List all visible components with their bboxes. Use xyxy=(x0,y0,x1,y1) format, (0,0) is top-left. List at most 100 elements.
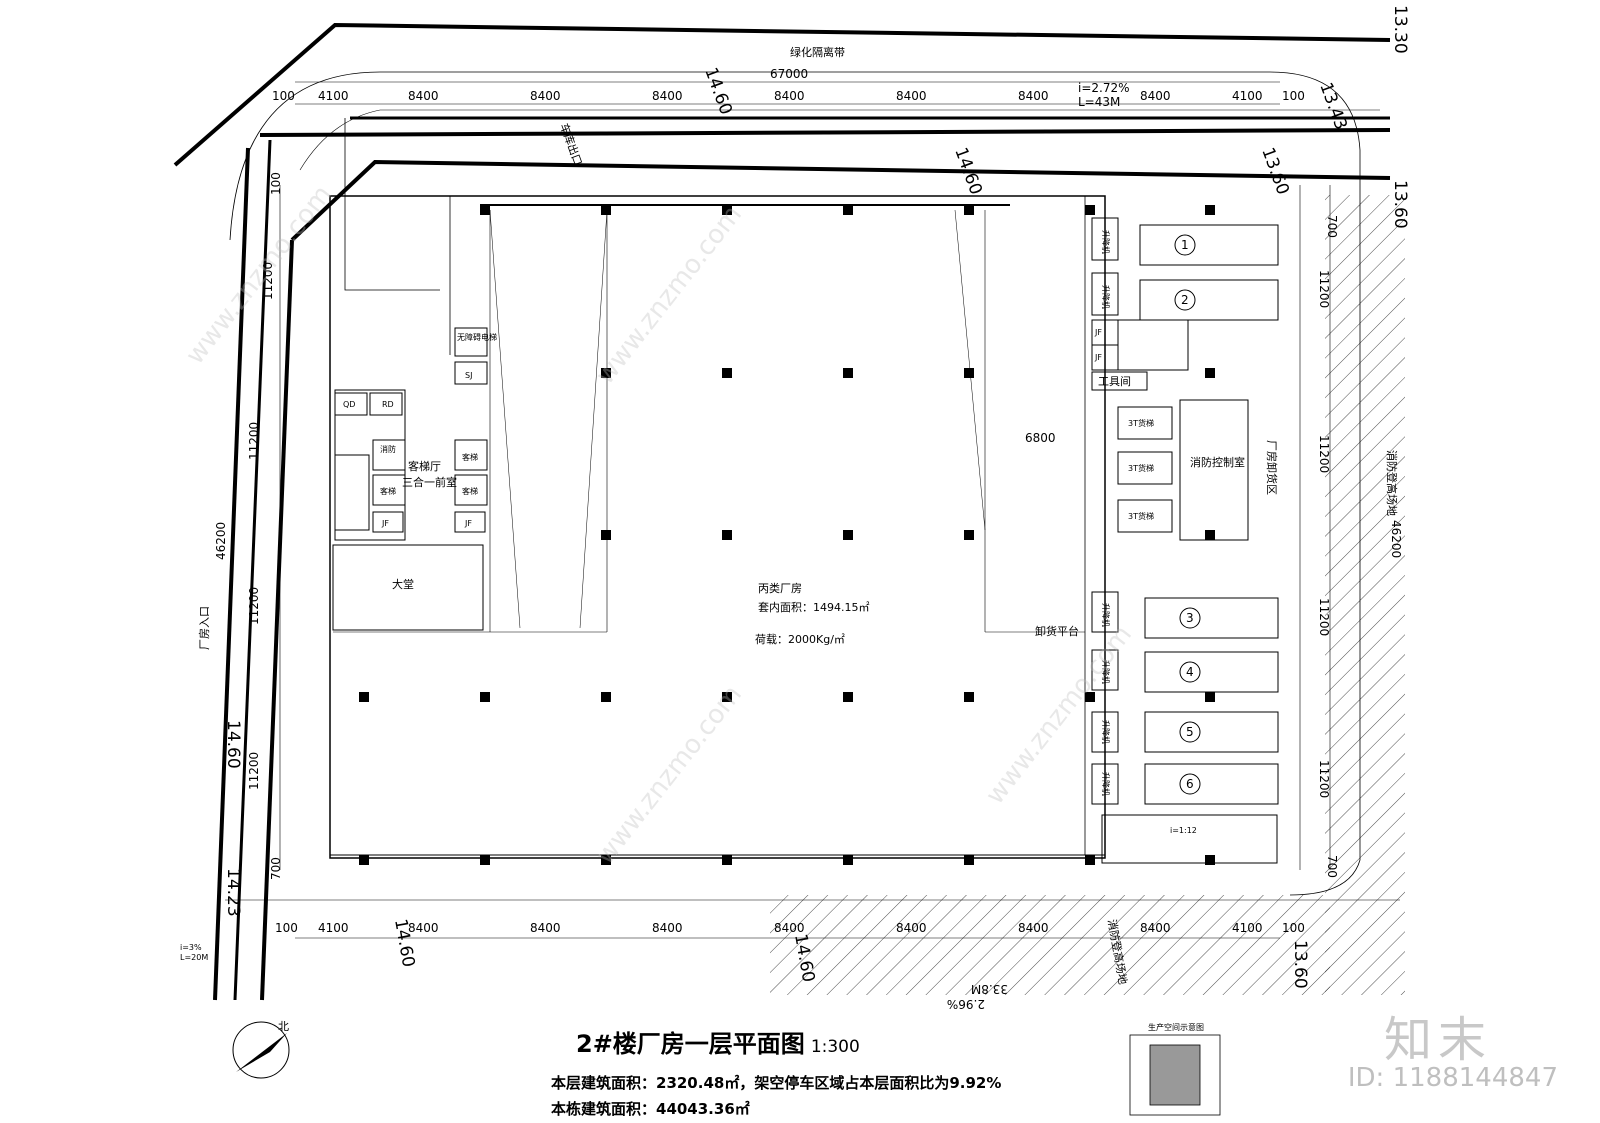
qd-label: QD xyxy=(343,400,355,409)
bottom-dim: 8400 xyxy=(774,921,805,935)
slope-bottom: 2.96% xyxy=(947,997,985,1011)
elevation-marker: 13.30 xyxy=(1390,5,1410,54)
elevation-marker: 13.60 xyxy=(1257,145,1292,198)
freight-lift-label: 3T货梯 xyxy=(1128,511,1154,521)
right-dim: 11200 xyxy=(1317,270,1331,308)
slope-top-length: L=43M xyxy=(1078,95,1120,109)
fire-control-label: 消防控制室 xyxy=(1190,455,1245,469)
left-dim: 11200 xyxy=(247,752,261,790)
north-label: 北 xyxy=(278,1020,289,1033)
bottom-dim: 8400 xyxy=(896,921,927,935)
site-boundary-line xyxy=(173,22,1391,167)
loading-platform-label: 卸货平台 xyxy=(1035,624,1079,638)
elevator-hall-label: 客梯厅 xyxy=(408,459,441,473)
mech-lift-label: 升降机 xyxy=(1101,720,1111,744)
elevation-marker: 13.60 xyxy=(1390,180,1410,229)
left-dim: 700 xyxy=(269,857,283,880)
hall-label: 大堂 xyxy=(392,577,414,591)
aisle-span-dim: 6800 xyxy=(1025,431,1056,445)
barrier-free-label: 无障碍电梯 xyxy=(457,332,497,342)
top-dim: 8400 xyxy=(530,89,561,103)
total-depth-dim: 46200 xyxy=(214,522,228,560)
site-boundary-line xyxy=(213,147,250,1001)
top-dim: 100 xyxy=(1282,89,1305,103)
left-dim: 11200 xyxy=(261,262,275,300)
slope-bottom-length: 33.8M xyxy=(971,982,1008,996)
top-dim: 4100 xyxy=(1232,89,1263,103)
left-dim: 11200 xyxy=(247,422,261,460)
sj-label: SJ xyxy=(465,371,472,380)
building-outline xyxy=(329,195,1106,859)
fire-site-label: 消防登高场地 xyxy=(1385,450,1399,516)
drawing-scale: 1:300 xyxy=(810,1037,860,1057)
top-dim: 8400 xyxy=(652,89,683,103)
parking-bays xyxy=(1139,224,1279,805)
right-dim: 11200 xyxy=(1317,760,1331,798)
mech-lift-label: 升降机 xyxy=(1101,230,1111,254)
bottom-dim: 100 xyxy=(275,921,298,935)
mech-lift-label: 升降机 xyxy=(1101,772,1111,796)
top-dim: 8400 xyxy=(896,89,927,103)
north-arrow xyxy=(232,1021,290,1079)
bottom-dim: 8400 xyxy=(1018,921,1049,935)
floor-area-note: 本层建筑面积：2320.48㎡，架空停车区域占本层面积比为9.92% xyxy=(551,1074,1002,1092)
top-dim: 8400 xyxy=(1018,89,1049,103)
small-slope-length: L=20M xyxy=(180,953,208,962)
site-boundary-line xyxy=(260,239,294,1001)
mech-lift-label: 升降机 xyxy=(1101,603,1111,627)
mech-lift-label: 升降机 xyxy=(1101,660,1111,684)
small-slope: i=3% xyxy=(180,943,202,952)
garage-exit-label: 车库出口 xyxy=(557,121,585,167)
elevation-marker: 14.23 xyxy=(223,868,243,917)
mech-lift-label: 升降机 xyxy=(1101,285,1111,309)
bottom-dim: 8400 xyxy=(1140,921,1171,935)
road-outline xyxy=(229,71,1361,896)
bottom-dim: 8400 xyxy=(408,921,439,935)
building-area-note: 本栋建筑面积：44043.36㎡ xyxy=(551,1100,750,1118)
drawing-title-text: 2#楼厂房一层平面图 xyxy=(576,1030,805,1058)
jf-label: JF xyxy=(1094,328,1102,337)
parking-number: 6 xyxy=(1186,777,1194,791)
elevation-marker: 13.43 xyxy=(1315,80,1350,133)
load-label: 荷载：2000Kg/㎡ xyxy=(755,633,845,646)
structural-columns xyxy=(359,205,1215,865)
elevation-marker: 14.60 xyxy=(700,65,735,118)
key-plan xyxy=(1129,1034,1221,1116)
bottom-dim: 8400 xyxy=(530,921,561,935)
watermark-brand: 知末 xyxy=(1383,1012,1492,1068)
right-dim: 700 xyxy=(1325,855,1339,878)
parking-number: 2 xyxy=(1181,293,1189,307)
plant-label: 丙类厂房 xyxy=(758,581,802,595)
fire-access-hatch-right xyxy=(1325,195,1405,995)
right-dim: 700 xyxy=(1325,215,1339,238)
vestibule-label: 三合一前室 xyxy=(402,475,457,489)
fire-lift-label: 消防 xyxy=(380,444,396,454)
key-plan-title: 生产空间示意图 xyxy=(1148,1022,1204,1032)
elevation-marker: 14.60 xyxy=(223,720,243,769)
bottom-dim: 100 xyxy=(1282,921,1305,935)
freight-lift-label: 3T货梯 xyxy=(1128,463,1154,473)
parking-number: 1 xyxy=(1181,238,1189,252)
passenger-lift-label: 客梯 xyxy=(462,486,478,496)
plant-entrance-label: 厂房入口 xyxy=(198,606,211,650)
elevation-marker: 13.60 xyxy=(1290,940,1310,989)
fire-access-hatch-bottom xyxy=(770,895,1330,995)
left-dim: 11200 xyxy=(247,587,261,625)
indoor-area-label: 套内面积：1494.15㎡ xyxy=(758,600,870,614)
ramp-label: i=1:12 xyxy=(1170,826,1197,835)
top-dim: 100 xyxy=(272,89,295,103)
jf-label: JF xyxy=(464,519,472,528)
left-dim: 100 xyxy=(269,172,283,195)
bottom-dim: 4100 xyxy=(1232,921,1263,935)
west-core xyxy=(332,327,488,631)
parking-number: 3 xyxy=(1186,611,1194,625)
slope-top: i=2.72% xyxy=(1078,81,1130,95)
top-dim: 8400 xyxy=(1140,89,1171,103)
freight-lift-label: 3T货梯 xyxy=(1128,418,1154,428)
jf-label: JF xyxy=(1094,353,1102,362)
rd-label: RD xyxy=(382,400,394,409)
tool-room-label: 工具间 xyxy=(1098,375,1131,388)
right-dim: 11200 xyxy=(1317,598,1331,636)
